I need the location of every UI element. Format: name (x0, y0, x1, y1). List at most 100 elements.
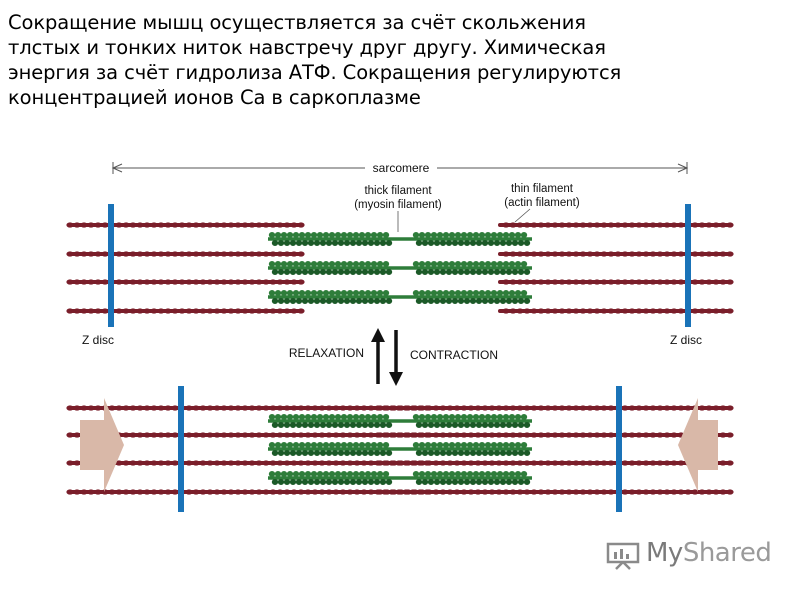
myosin-head (385, 240, 393, 246)
actin-bead (66, 489, 74, 495)
actin-bead (481, 489, 489, 495)
myosin-head (442, 414, 450, 420)
myosin-head (436, 261, 444, 267)
myosin-head (286, 290, 294, 296)
actin-filament (498, 251, 734, 257)
watermark-text: MyShared (646, 538, 772, 568)
actin-bead (150, 405, 158, 411)
myosin-head (346, 232, 354, 238)
myosin-head (454, 414, 462, 420)
actin-bead (185, 489, 193, 495)
myosin-head (307, 450, 315, 456)
actin-bead (255, 489, 263, 495)
myosin-head (493, 298, 501, 304)
caption-line-2: тлстых и тонких ниток навстречу друг дру… (8, 36, 606, 59)
myosin-head (355, 479, 363, 485)
actin-bead (691, 308, 699, 314)
myosin-head (451, 298, 459, 304)
compression-arrow-right-icon (678, 398, 718, 492)
actin-bead (635, 222, 643, 228)
actin-bead (325, 460, 333, 466)
actin-bead (108, 489, 116, 495)
myosin-head (433, 240, 441, 246)
actin-filament (498, 279, 734, 285)
actin-bead (276, 432, 284, 438)
actin-bead (318, 405, 326, 411)
myosin-head (508, 290, 516, 296)
actin-bead (530, 489, 538, 495)
myosin-head (322, 290, 330, 296)
myosin-head (379, 269, 387, 275)
actin-bead (178, 279, 186, 285)
myosin-head (496, 261, 504, 267)
actin-bead (621, 460, 629, 466)
actin-bead (185, 279, 193, 285)
actin-bead (262, 405, 270, 411)
actin-bead (192, 308, 200, 314)
myosin-head (304, 442, 312, 448)
myosin-head (451, 422, 459, 428)
actin-bead (481, 405, 489, 411)
myosin-head (355, 422, 363, 428)
actin-bead (516, 405, 524, 411)
myosin-head (478, 471, 486, 477)
myosin-head (274, 290, 282, 296)
myosin-head (331, 240, 339, 246)
myosin-head (499, 298, 507, 304)
actin-bead (579, 405, 587, 411)
actin-bead (283, 251, 291, 257)
actin-bead (558, 308, 566, 314)
actin-bead (213, 432, 221, 438)
myosin-head (457, 240, 465, 246)
actin-bead (80, 222, 88, 228)
actin-bead (481, 460, 489, 466)
actin-bead (66, 432, 74, 438)
actin-bead (234, 308, 242, 314)
myosin-head (361, 422, 369, 428)
actin-bead (94, 489, 102, 495)
actin-bead (635, 405, 643, 411)
myosin-head (511, 240, 519, 246)
actin-bead (178, 308, 186, 314)
actin-bead (586, 222, 594, 228)
actin-bead (136, 489, 144, 495)
myosin-head (292, 471, 300, 477)
actin-bead (213, 222, 221, 228)
myosin-head (361, 298, 369, 304)
myosin-head (487, 240, 495, 246)
myosin-head (385, 269, 393, 275)
myosin-head (373, 298, 381, 304)
actin-bead (453, 489, 461, 495)
myosin-head (334, 414, 342, 420)
myosin-head (370, 290, 378, 296)
actin-bead (220, 308, 228, 314)
myosin-head (364, 442, 372, 448)
myosin-head (463, 269, 471, 275)
myosin-head (274, 471, 282, 477)
actin-bead (712, 251, 720, 257)
myosin-head (424, 290, 432, 296)
actin-bead (719, 432, 727, 438)
myosin-head (319, 422, 327, 428)
actin-bead (297, 279, 305, 285)
myosin-head (340, 232, 348, 238)
actin-bead (290, 279, 298, 285)
myosin-head (367, 450, 375, 456)
actin-bead (383, 460, 391, 466)
myosin-head (481, 479, 489, 485)
myosin-head (340, 290, 348, 296)
actin-bead (290, 432, 298, 438)
actin-bead (544, 405, 552, 411)
actin-bead (248, 460, 256, 466)
actin-bead (255, 279, 263, 285)
actin-bead (255, 222, 263, 228)
actin-bead (220, 279, 228, 285)
actin-bead (565, 460, 573, 466)
actin-bead (397, 489, 405, 495)
myosin-head (523, 450, 531, 456)
actin-bead (283, 279, 291, 285)
actin-bead (346, 432, 354, 438)
myosin-head (418, 290, 426, 296)
myosin-head (457, 422, 465, 428)
myosin-head (322, 232, 330, 238)
